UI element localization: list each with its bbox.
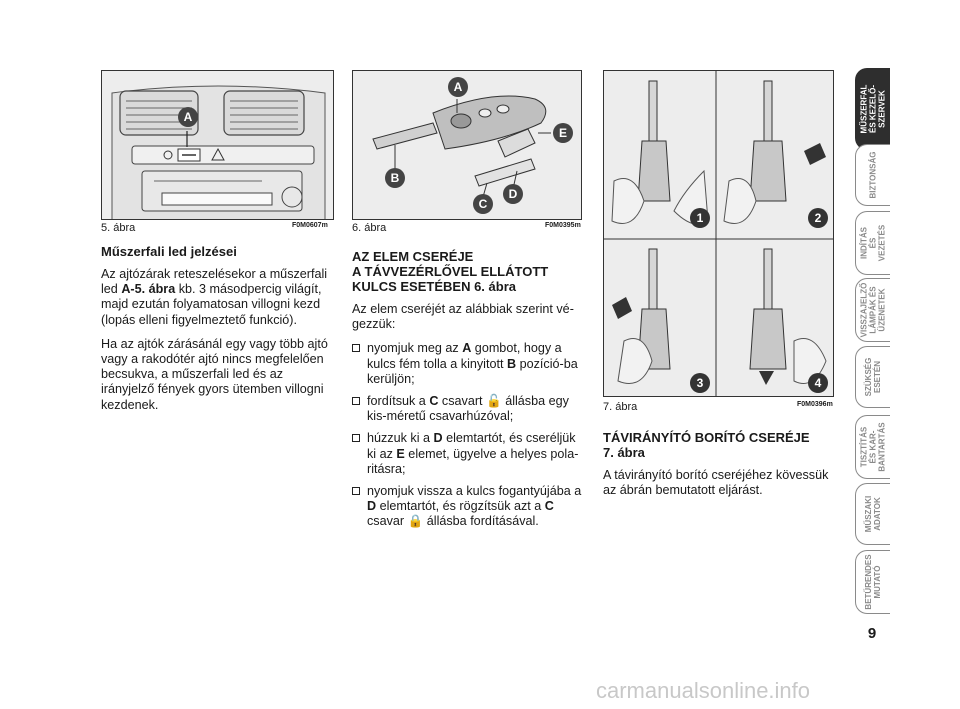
figure-5-dashboard: A <box>101 70 334 220</box>
tab-betur[interactable]: BETŰRENDES MUTATÓ <box>855 550 890 614</box>
tab-biztonsag[interactable]: BIZTONSÁG <box>855 144 890 206</box>
column-1-text: Műszerfali led jelzései Az ajtózárak ret… <box>101 244 335 422</box>
list-item: fordítsuk a C csavart 🔓 állásba egy kis-… <box>352 394 584 424</box>
figure-7-code: F0M0396m <box>797 401 833 408</box>
unlock-icon: 🔓 <box>486 394 502 409</box>
label-a-marker: A <box>178 107 198 127</box>
lock-icon: 🔒 <box>407 514 424 529</box>
key-illustration <box>353 71 581 219</box>
list-item: nyomjuk meg az A gombot, hogy a kulcs fé… <box>352 341 584 387</box>
tab-muszaki[interactable]: MŰSZAKI ADATOK <box>855 483 890 545</box>
label-c-marker: C <box>473 194 493 214</box>
step-2-marker: 2 <box>808 208 828 228</box>
step-4-marker: 4 <box>808 373 828 393</box>
dashboard-illustration <box>102 71 333 219</box>
step-3-marker: 3 <box>690 373 710 393</box>
watermark: carmanualsonline.info <box>596 678 811 703</box>
label-b-marker: B <box>385 168 405 188</box>
tab-szukseg[interactable]: SZÜKSÉG ESETÉN <box>855 346 890 408</box>
label-d-marker: D <box>503 184 523 204</box>
section-heading: AZ ELEM CSERÉJE A TÁVVEZÉRLŐVEL ELLÁTOTT… <box>352 249 549 294</box>
column-3-text: TÁVIRÁNYÍTÓ BORÍTÓ CSERÉJE 7. ábra A táv… <box>603 430 835 507</box>
label-e-marker: E <box>553 123 573 143</box>
paragraph: Az ajtózárak reteszelésekor a műszerfali… <box>101 267 328 327</box>
figure-5-code: F0M0607m <box>292 222 328 229</box>
tab-inditas[interactable]: INDÍTÁS ÉS VEZETÉS <box>855 211 890 275</box>
figure-7-caption: 7. ábra <box>603 401 638 413</box>
paragraph: Az elem cseréjét az alábbiak szerint vé-… <box>352 302 574 332</box>
figure-5-caption: 5. ábra <box>101 222 136 234</box>
figure-6-key: A B C D E <box>352 70 582 220</box>
list-item: húzzuk ki a D elemtartót, és cseréljük k… <box>352 431 584 477</box>
figure-6-caption: 6. ábra <box>352 222 387 234</box>
section-heading: TÁVIRÁNYÍTÓ BORÍTÓ CSERÉJE 7. ábra <box>603 430 810 460</box>
page-number: 9 <box>867 625 877 642</box>
paragraph: Ha az ajtók zárásánál egy vagy több ajtó… <box>101 336 328 412</box>
step-1-marker: 1 <box>690 208 710 228</box>
figure-6-code: F0M0395m <box>545 222 581 229</box>
figure-7-cover-steps: 1 2 3 4 <box>603 70 834 397</box>
tab-muszerfal[interactable]: MŰSZERFAL ÉS KEZELŐ- SZERVEK <box>855 68 890 150</box>
cover-steps-illustration <box>604 71 833 396</box>
list-item: nyomjuk vissza a kulcs fogantyújába a D … <box>352 484 584 530</box>
column-2-text: AZ ELEM CSERÉJE A TÁVVEZÉRLŐVEL ELLÁTOTT… <box>352 249 584 537</box>
section-heading: Műszerfali led jelzései <box>101 244 237 259</box>
label-a-marker: A <box>448 77 468 97</box>
tab-visszajelzo[interactable]: VISSZAJELZŐ LÁMPÁK ÉS ÜZENETEK <box>855 278 890 342</box>
tab-tisztitas[interactable]: TISZTÍTÁS ÉS KAR- BANTARTÁS <box>855 415 890 479</box>
paragraph: A távirányító borító cseréjéhez kövessük… <box>603 468 829 498</box>
instruction-list: nyomjuk meg az A gombot, hogy a kulcs fé… <box>352 341 584 529</box>
